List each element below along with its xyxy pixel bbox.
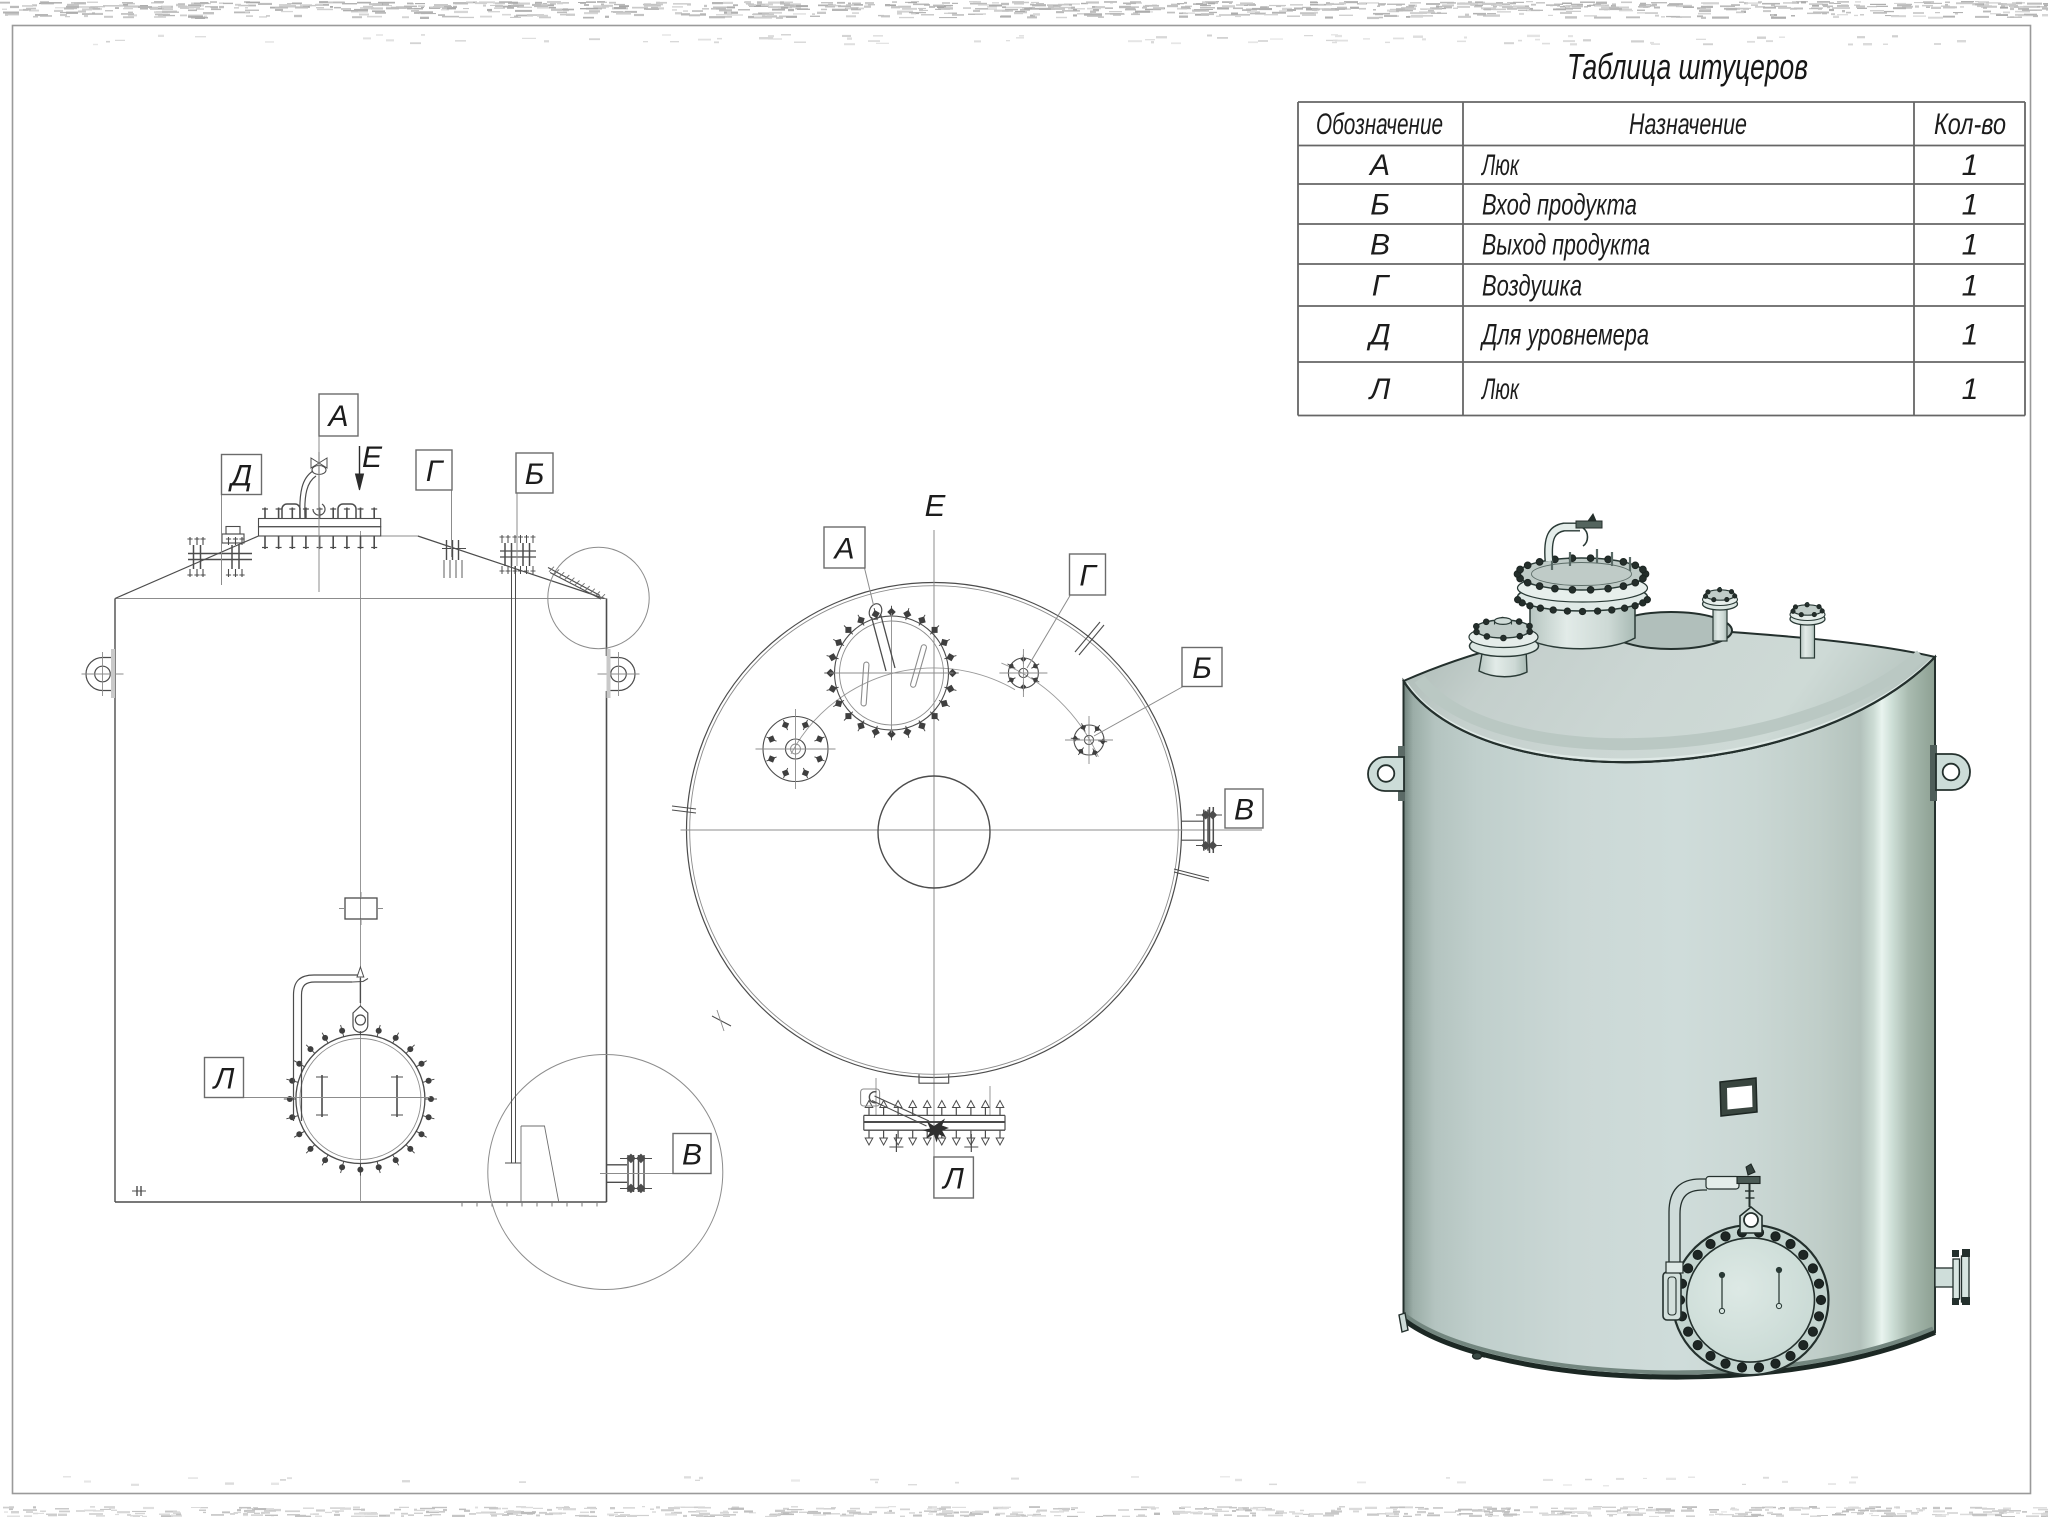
svg-text:Выход продукта: Выход продукта (1482, 229, 1650, 262)
svg-text:В: В (682, 1138, 702, 1171)
svg-text:1: 1 (1962, 373, 1979, 406)
svg-text:Назначение: Назначение (1629, 108, 1747, 141)
svg-text:Воздушка: Воздушка (1482, 270, 1582, 303)
svg-text:А: А (326, 400, 348, 433)
svg-text:1: 1 (1962, 149, 1979, 182)
svg-text:Л: Л (212, 1062, 235, 1095)
svg-text:В: В (1370, 229, 1390, 262)
svg-text:Обозначение: Обозначение (1316, 108, 1443, 141)
svg-text:Вход продукта: Вход продукта (1482, 189, 1637, 222)
svg-text:1: 1 (1962, 189, 1979, 222)
svg-text:Е: Е (362, 441, 383, 474)
svg-text:Б: Б (1370, 189, 1390, 222)
svg-text:Б: Б (525, 458, 545, 491)
svg-text:Для уровнемера: Для уровнемера (1480, 319, 1649, 352)
svg-text:Таблица штуцеров: Таблица штуцеров (1567, 46, 1808, 87)
svg-text:1: 1 (1962, 319, 1979, 352)
svg-text:Кол-во: Кол-во (1934, 108, 2006, 141)
svg-text:1: 1 (1962, 229, 1979, 262)
svg-text:1: 1 (1962, 270, 1979, 303)
svg-text:В: В (1234, 793, 1254, 826)
svg-text:А: А (832, 532, 854, 565)
svg-text:Г: Г (1372, 270, 1391, 303)
svg-text:Г: Г (426, 455, 445, 488)
svg-text:Д: Д (228, 459, 252, 492)
svg-text:Люк: Люк (1481, 149, 1520, 182)
svg-text:Д: Д (1366, 319, 1390, 352)
svg-text:Е: Е (925, 488, 946, 523)
svg-text:А: А (1368, 149, 1390, 182)
svg-text:Л: Л (1368, 373, 1391, 406)
svg-text:Г: Г (1079, 559, 1098, 592)
svg-text:Люк: Люк (1481, 373, 1520, 406)
svg-text:Л: Л (941, 1162, 964, 1195)
svg-text:Б: Б (1192, 652, 1212, 685)
